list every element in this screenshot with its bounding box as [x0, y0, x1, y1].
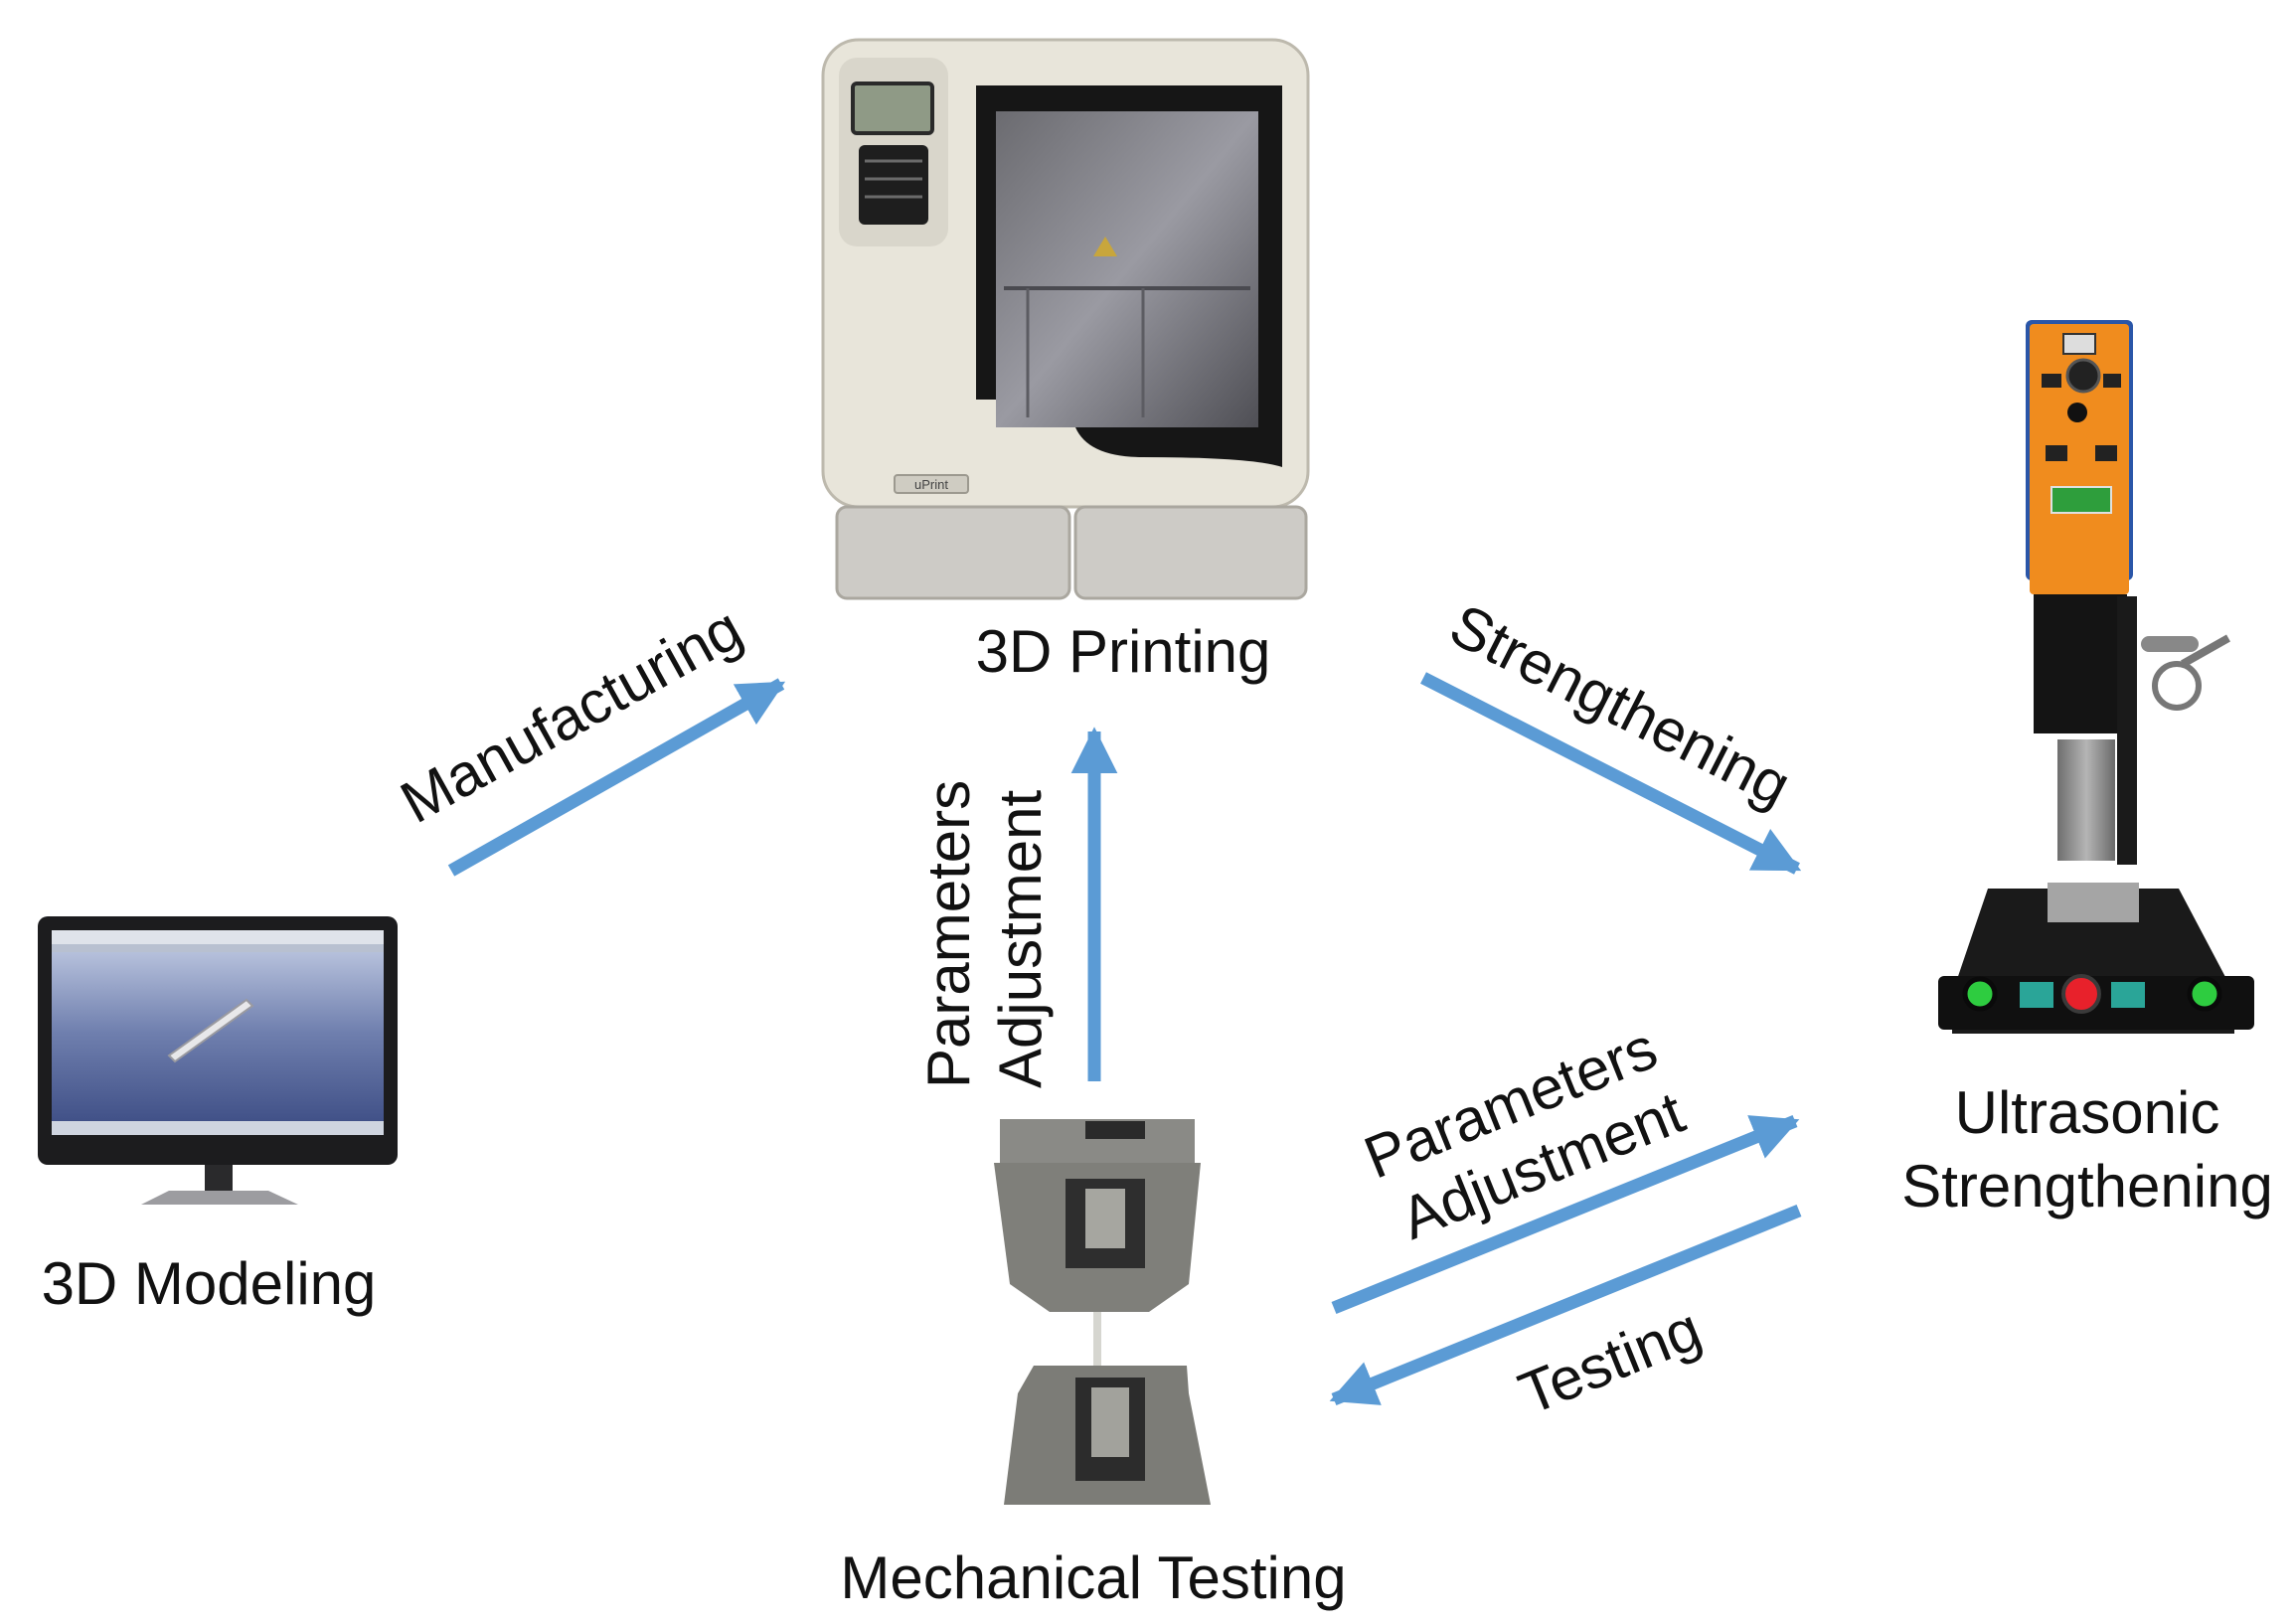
label-adjustment-vertical-line2: Adjustment: [987, 789, 1054, 1088]
ultrasonic-welder-illustration: [1938, 320, 2254, 1034]
label-ultrasonic-line1: Ultrasonic: [1954, 1079, 2220, 1146]
label-mechanical-testing: Mechanical Testing: [840, 1544, 1347, 1611]
label-3d-modeling: 3D Modeling: [41, 1250, 377, 1317]
arrows: [447, 672, 1802, 1406]
label-ultrasonic-line2: Strengthening: [1901, 1153, 2273, 1219]
arrow-parameters-diagonal: [1331, 1114, 1800, 1315]
label-3d-printing: 3D Printing: [975, 618, 1271, 685]
monitor-illustration: [38, 916, 398, 1205]
arrow-strengthening: [1420, 672, 1802, 875]
printer-illustration: uPrint: [821, 38, 1310, 600]
arrow-testing: [1329, 1204, 1802, 1406]
printer-badge-text: uPrint: [914, 477, 948, 492]
label-parameters-vertical-line1: Parameters: [915, 779, 982, 1088]
arrow-manufacturing: [447, 678, 786, 877]
tensile-grip-illustration: [994, 1119, 1211, 1505]
